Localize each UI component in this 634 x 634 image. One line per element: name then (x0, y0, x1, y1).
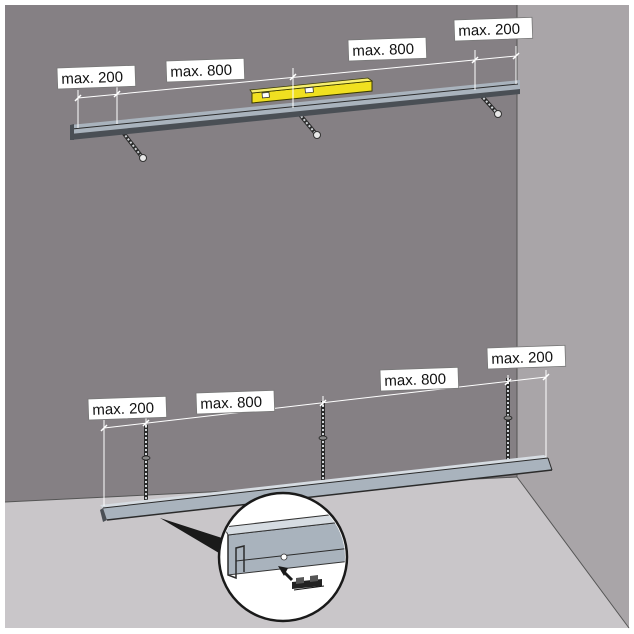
callout-pointer (160, 518, 224, 556)
svg-text:max. 800: max. 800 (352, 41, 414, 60)
dimension-label: max. 800 (347, 36, 428, 62)
svg-text:max. 800: max. 800 (170, 62, 232, 81)
dimension-label: max. 200 (87, 395, 168, 421)
insert-arrow-icon (278, 566, 294, 582)
rail-profile-icon (223, 511, 345, 580)
svg-text:max. 200: max. 200 (92, 400, 154, 419)
magnifier-detail-icon (217, 491, 349, 623)
dimension-label: max. 200 (56, 64, 137, 90)
svg-text:max. 200: max. 200 (458, 21, 520, 40)
threaded-rod-icon (141, 425, 151, 500)
dimension-label: max. 800 (165, 57, 246, 83)
detail-callout (160, 491, 349, 623)
svg-text:max. 200: max. 200 (61, 69, 123, 88)
dimension-label: max. 200 (453, 16, 534, 42)
svg-text:max. 800: max. 800 (384, 371, 446, 390)
svg-text:max. 800: max. 800 (200, 394, 262, 413)
threaded-rod-icon (503, 378, 513, 465)
svg-text:max. 200: max. 200 (491, 349, 553, 368)
threaded-rod-icon (318, 401, 328, 484)
lower-dimension-lines (103, 370, 547, 506)
lower-dimension-ticks (100, 373, 550, 432)
upper-rail (70, 80, 520, 140)
lower-assembly: max. 200 max. 800 max. 800 max. 200 (87, 344, 567, 522)
clip-icon (292, 575, 325, 591)
dimension-label: max. 800 (195, 389, 276, 415)
upper-dimension-ticks (74, 52, 520, 102)
upper-assembly: max. 200 max. 800 max. 800 max. 200 (56, 16, 534, 162)
spirit-level-icon (249, 77, 374, 104)
lower-rail (100, 455, 553, 522)
side-wall (517, 5, 629, 628)
dimension-label: max. 200 (486, 344, 567, 370)
dimension-label: max. 800 (379, 366, 460, 392)
upper-dimension-lines (77, 46, 517, 128)
